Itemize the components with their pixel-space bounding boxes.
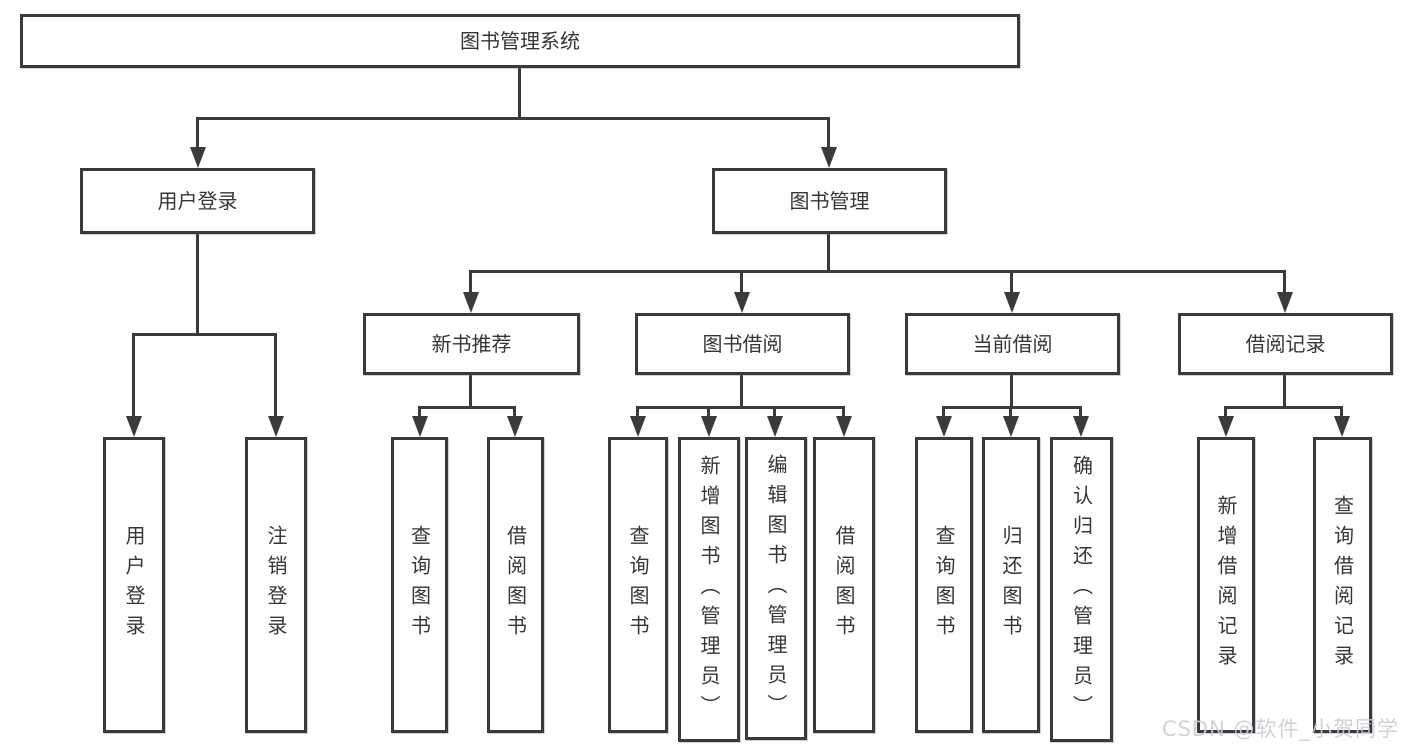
node-leaf-logout: 注销登录 (245, 437, 307, 733)
arrowhead-down-icon (412, 416, 428, 437)
connector-line (773, 408, 776, 421)
arrowhead-down-icon (1073, 416, 1089, 437)
arrowhead-down-icon (1277, 292, 1293, 313)
connector-line (132, 335, 135, 421)
arrowhead-down-icon (126, 416, 142, 437)
node-label-leaf-confirm-return: 确认归还（管理员） (1069, 454, 1094, 725)
node-label-new-book-recommend: 新书推荐 (431, 332, 512, 356)
node-leaf-user-login: 用户登录 (103, 437, 165, 733)
connector-line (469, 272, 472, 297)
connector-line (1079, 408, 1082, 421)
node-leaf-query-borrow-record: 查询借阅记录 (1313, 437, 1372, 733)
node-label-borrowing-records: 借阅记录 (1245, 332, 1326, 356)
node-label-leaf-add-book-admin: 新增图书（管理员） (697, 454, 721, 725)
node-label-leaf-query-book-3: 查询图书 (932, 525, 956, 645)
connector-line (132, 333, 277, 336)
connector-line (513, 408, 516, 421)
node-label-leaf-borrow-book-1: 借阅图书 (503, 525, 528, 645)
connector-line (469, 375, 472, 408)
arrowhead-down-icon (821, 147, 837, 168)
connector-line (418, 408, 421, 421)
node-label-current-borrowing: 当前借阅 (972, 332, 1053, 356)
connector-line (636, 406, 845, 409)
node-leaf-edit-book-admin: 编辑图书（管理员） (745, 437, 807, 740)
arrowhead-down-icon (268, 416, 284, 437)
node-borrowing-records: 借阅记录 (1178, 313, 1393, 375)
connector-line (842, 408, 845, 421)
node-label-leaf-add-borrow-record: 新增借阅记录 (1214, 495, 1238, 675)
arrowhead-down-icon (767, 416, 783, 437)
node-label-user-login: 用户登录 (157, 189, 238, 213)
connector-line (827, 234, 830, 272)
connector-line (1224, 406, 1343, 409)
node-label-leaf-user-login: 用户登录 (122, 525, 146, 645)
node-label-leaf-query-borrow-record: 查询借阅记录 (1330, 495, 1355, 675)
node-label-leaf-query-book-2: 查询图书 (626, 525, 650, 645)
connector-line (196, 117, 830, 120)
node-leaf-query-book-1: 查询图书 (391, 437, 448, 733)
connector-line (740, 272, 743, 297)
node-leaf-add-book-admin: 新增图书（管理员） (678, 437, 740, 742)
connector-line (518, 68, 521, 119)
connector-line (418, 406, 516, 409)
connector-line (1283, 375, 1286, 408)
node-book-management: 图书管理 (712, 168, 947, 234)
node-leaf-borrow-book-1: 借阅图书 (487, 437, 544, 733)
connector-line (1340, 408, 1343, 421)
node-leaf-borrow-book-2: 借阅图书 (813, 437, 875, 733)
connector-line (1009, 408, 1012, 421)
arrowhead-down-icon (507, 416, 523, 437)
node-current-borrowing: 当前借阅 (905, 313, 1120, 375)
arrowhead-down-icon (1004, 292, 1020, 313)
connector-line (274, 335, 277, 421)
connector-line (636, 408, 639, 421)
connector-line (707, 408, 710, 421)
connector-line (196, 119, 199, 152)
connector-line (740, 375, 743, 408)
node-leaf-confirm-return: 确认归还（管理员） (1050, 437, 1113, 742)
connector-line (1010, 272, 1013, 297)
node-leaf-return-book: 归还图书 (982, 437, 1040, 733)
node-label-leaf-edit-book-admin: 编辑图书（管理员） (764, 453, 788, 724)
connector-line (1283, 272, 1286, 297)
connector-line (942, 406, 1082, 409)
arrowhead-down-icon (190, 147, 206, 168)
node-root: 图书管理系统 (20, 14, 1020, 68)
connector-line (827, 119, 830, 152)
connector-line (942, 408, 945, 421)
node-leaf-query-book-2: 查询图书 (608, 437, 668, 733)
node-label-leaf-borrow-book-2: 借阅图书 (832, 525, 856, 645)
connector-line (1224, 408, 1227, 421)
node-user-login: 用户登录 (80, 168, 315, 234)
arrowhead-down-icon (734, 292, 750, 313)
arrowhead-down-icon (701, 416, 717, 437)
node-label-leaf-logout: 注销登录 (264, 525, 288, 645)
connector-line (1010, 375, 1013, 408)
node-label-leaf-query-book-1: 查询图书 (407, 525, 432, 645)
node-book-borrowing: 图书借阅 (635, 313, 850, 375)
arrowhead-down-icon (1218, 416, 1234, 437)
arrowhead-down-icon (630, 416, 646, 437)
arrowhead-down-icon (836, 416, 852, 437)
arrowhead-down-icon (1334, 416, 1350, 437)
node-leaf-add-borrow-record: 新增借阅记录 (1197, 437, 1255, 733)
node-label-root: 图书管理系统 (460, 29, 580, 53)
arrowhead-down-icon (936, 416, 952, 437)
arrowhead-down-icon (463, 292, 479, 313)
node-label-book-management: 图书管理 (789, 189, 870, 213)
node-label-book-borrowing: 图书借阅 (702, 332, 783, 356)
arrowhead-down-icon (1003, 416, 1019, 437)
node-new-book-recommend: 新书推荐 (363, 313, 580, 375)
connector-line (469, 270, 1286, 273)
node-leaf-query-book-3: 查询图书 (915, 437, 973, 733)
connector-line (196, 234, 199, 335)
node-label-leaf-return-book: 归还图书 (999, 525, 1023, 645)
